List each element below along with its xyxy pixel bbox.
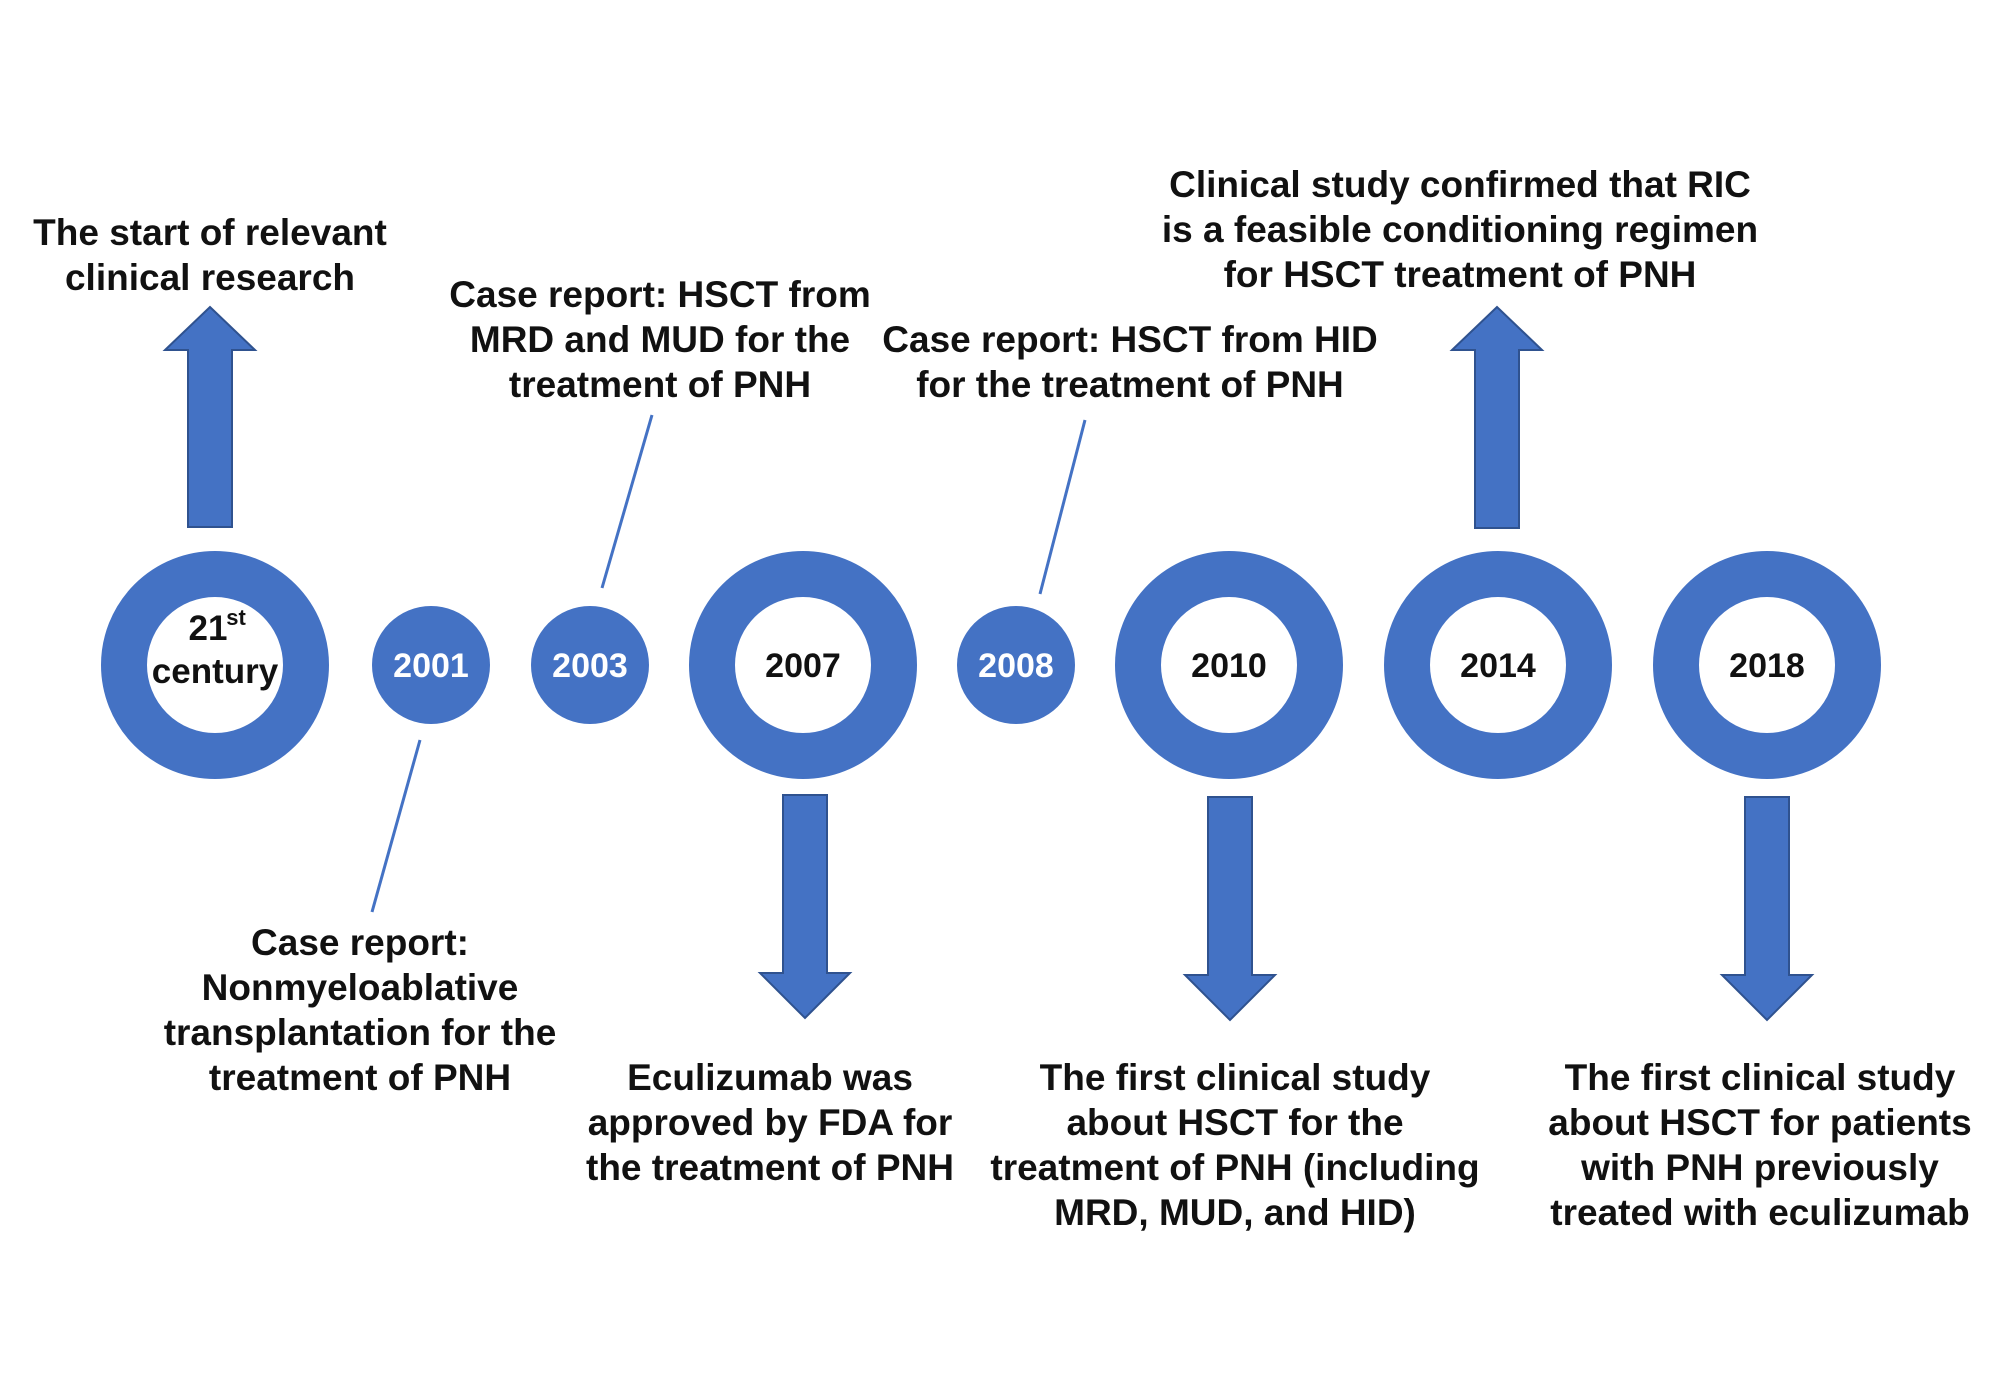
node-year-label-y2001: 2001 [393, 647, 469, 685]
dot-node-y2001 [372, 606, 490, 724]
down-arrow-2018 [1719, 796, 1815, 1022]
event-line: treatment of PNH [208, 1057, 512, 1098]
node-year-label-y2010: 2010 [1191, 647, 1267, 685]
event-line: with PNH previously [1581, 1147, 1939, 1188]
event-line: for the treatment of PNH [916, 364, 1344, 405]
event-text-2007: Eculizumab was approved by FDA for the t… [555, 1055, 985, 1190]
event-line: Clinical study confirmed that RIC [1169, 164, 1751, 205]
ring-node-c21 [101, 551, 329, 779]
event-text-21st-century: The start of relevant clinical research [10, 210, 410, 300]
node-year-label-y2008: 2008 [978, 647, 1054, 685]
event-line: approved by FDA for [587, 1102, 953, 1143]
ring-node-y2014 [1384, 551, 1612, 779]
event-line: transplantation for the [163, 1012, 557, 1053]
down-arrow-2010 [1182, 796, 1278, 1022]
event-line: the treatment of PNH [586, 1147, 954, 1188]
event-line: The start of relevant [33, 212, 387, 253]
event-line: Eculizumab was [627, 1057, 913, 1098]
leader-line-2003 [600, 414, 654, 589]
event-text-2008: Case report: HSCT from HID for the treat… [870, 317, 1390, 407]
event-line: Case report: HSCT from HID [882, 319, 1378, 360]
node-year-label-y2003: 2003 [552, 647, 628, 685]
event-line: Nonmyeloablative [201, 967, 519, 1008]
node-label-21: 21 [189, 609, 228, 648]
ring-node-y2010 [1115, 551, 1343, 779]
event-line: MRD, MUD, and HID) [1054, 1192, 1416, 1233]
dot-node-y2008 [957, 606, 1075, 724]
leader-line-2008 [1038, 419, 1087, 595]
node-label-century: century [152, 652, 279, 691]
leader-line-2001 [370, 739, 422, 913]
event-line: Case report: HSCT from [449, 274, 871, 315]
event-line: treatment of PNH [508, 364, 812, 405]
dot-node-y2003 [531, 606, 649, 724]
event-line: MRD and MUD for the [469, 319, 851, 360]
event-line: Case report: [251, 922, 469, 963]
event-line: for HSCT treatment of PNH [1223, 254, 1697, 295]
ring-node-y2018 [1653, 551, 1881, 779]
up-arrow-2014 [1449, 305, 1545, 529]
event-text-2010: The first clinical study about HSCT for … [975, 1055, 1495, 1235]
event-line: treatment of PNH (including [990, 1147, 1480, 1188]
node-year-label-y2014: 2014 [1460, 647, 1536, 685]
event-line: clinical research [64, 257, 356, 298]
node-label-superscript: st [226, 605, 246, 630]
event-line: about HSCT for the [1066, 1102, 1404, 1143]
node-year-label-y2007: 2007 [765, 647, 841, 685]
ring-node-y2007 [689, 551, 917, 779]
event-line: The first clinical study [1039, 1057, 1431, 1098]
event-line: treated with eculizumab [1550, 1192, 1970, 1233]
event-text-2001: Case report: Nonmyeloablative transplant… [140, 920, 580, 1100]
node-year-label-y2018: 2018 [1729, 647, 1805, 685]
down-arrow-2007 [757, 794, 853, 1020]
event-text-2014: Clinical study confirmed that RIC is a f… [1150, 162, 1770, 297]
up-arrow-21st-century [162, 305, 258, 528]
event-text-2003: Case report: HSCT from MRD and MUD for t… [430, 272, 890, 407]
event-line: is a feasible conditioning regimen [1161, 209, 1759, 250]
event-text-2018: The first clinical study about HSCT for … [1515, 1055, 2000, 1235]
event-line: about HSCT for patients [1548, 1102, 1972, 1143]
event-line: The first clinical study [1564, 1057, 1956, 1098]
